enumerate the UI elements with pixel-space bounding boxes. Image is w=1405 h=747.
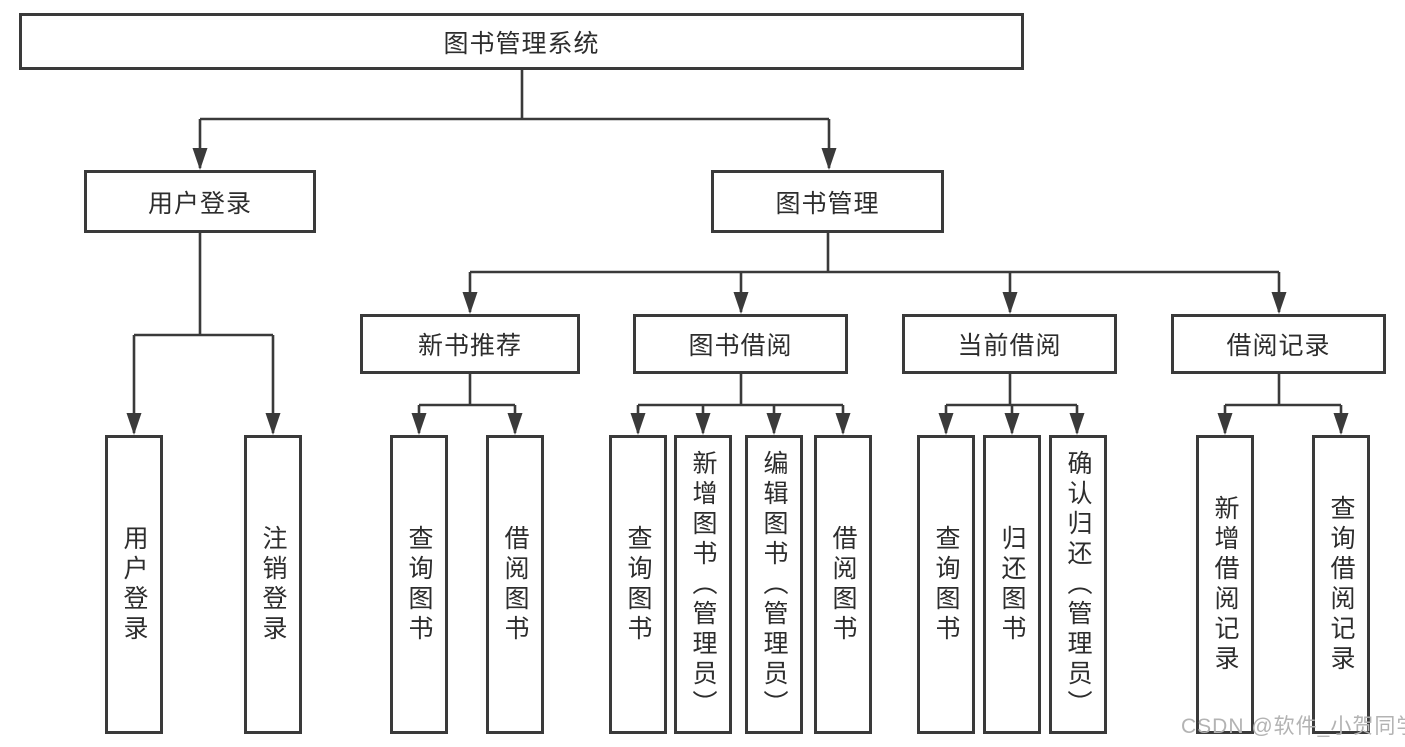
leaf-label: 注销登录: [259, 524, 287, 645]
node-current-borrow: 当前借阅: [902, 314, 1117, 374]
leaf-add-borrow-record: 新增借阅记录: [1196, 435, 1254, 734]
leaf-edit-book-admin: 编辑图书（管理员）: [745, 435, 803, 734]
leaf-label: 查询图书: [405, 524, 433, 645]
leaf-label: 编辑图书（管理员）: [760, 449, 788, 720]
leaf-label: 查询图书: [932, 524, 960, 645]
leaf-query-book-3: 查询图书: [917, 435, 975, 734]
node-book-management-branch: 图书管理: [711, 170, 944, 233]
node-new-book-recommend: 新书推荐: [360, 314, 580, 374]
leaf-label: 查询借阅记录: [1327, 494, 1355, 675]
node-library-management-system: 图书管理系统: [19, 13, 1024, 70]
leaf-query-book-2: 查询图书: [609, 435, 667, 734]
leaf-label: 借阅图书: [501, 524, 529, 645]
leaf-label: 新增借阅记录: [1211, 494, 1239, 675]
leaf-user-login: 用户登录: [105, 435, 163, 734]
csdn-watermark: CSDN @软件_小贺同学: [1181, 715, 1405, 738]
node-borrow-record: 借阅记录: [1171, 314, 1386, 374]
node-user-login-branch: 用户登录: [84, 170, 316, 233]
node-book-borrow: 图书借阅: [633, 314, 848, 374]
leaf-query-book-1: 查询图书: [390, 435, 448, 734]
leaf-logout: 注销登录: [244, 435, 302, 734]
leaf-query-borrow-record: 查询借阅记录: [1312, 435, 1370, 734]
leaf-add-book-admin: 新增图书（管理员）: [674, 435, 732, 734]
leaf-borrow-book-1: 借阅图书: [486, 435, 544, 734]
leaf-return-book: 归还图书: [983, 435, 1041, 734]
leaf-label: 确认归还（管理员）: [1064, 449, 1092, 720]
leaf-label: 新增图书（管理员）: [689, 449, 717, 720]
leaf-label: 用户登录: [120, 524, 148, 645]
leaf-confirm-return-admin: 确认归还（管理员）: [1049, 435, 1107, 734]
leaf-label: 借阅图书: [829, 524, 857, 645]
leaf-label: 归还图书: [998, 524, 1026, 645]
leaf-borrow-book-2: 借阅图书: [814, 435, 872, 734]
leaf-label: 查询图书: [624, 524, 652, 645]
